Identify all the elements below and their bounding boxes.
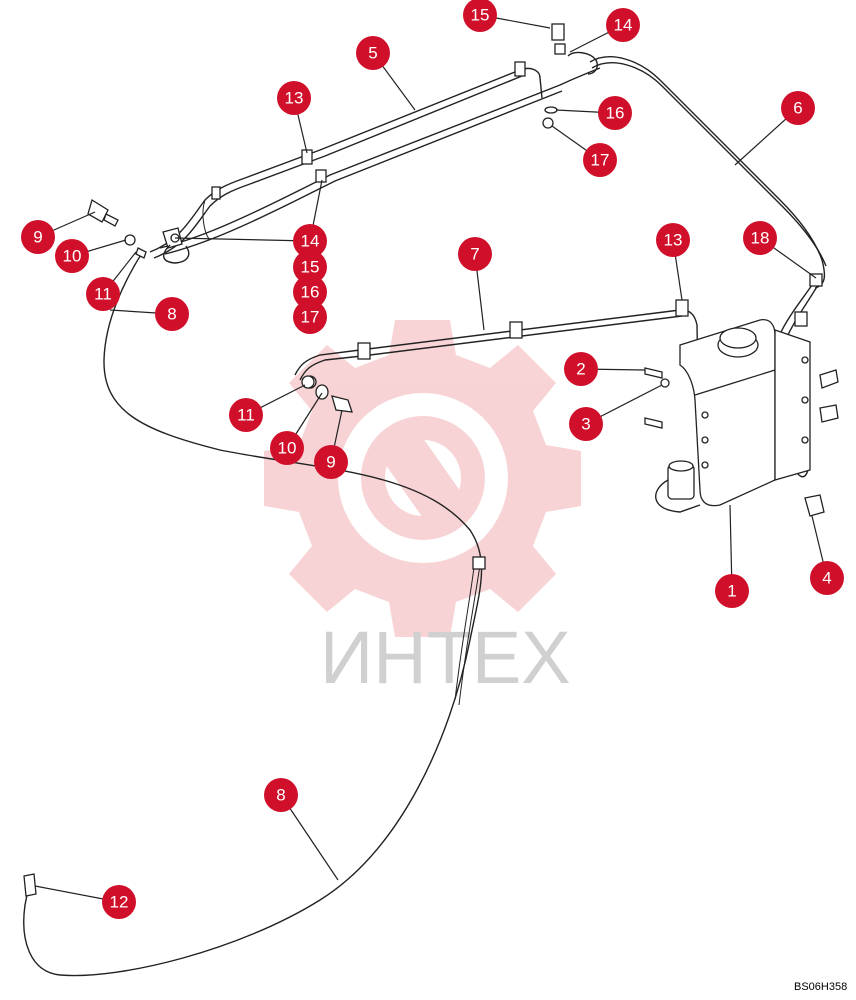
svg-text:11: 11 <box>237 406 255 425</box>
svg-text:17: 17 <box>591 151 610 170</box>
svg-text:14: 14 <box>614 16 633 35</box>
washer-tank <box>644 319 839 517</box>
watermark-text: ИНТЕХ <box>320 616 571 699</box>
callout-14-stack: 14 <box>293 224 327 258</box>
svg-text:18: 18 <box>751 229 770 248</box>
callout-5: 5 <box>356 36 390 70</box>
callout-6: 6 <box>781 91 815 125</box>
svg-text:9: 9 <box>326 453 335 472</box>
nozzle-parts-upper-left <box>87 198 147 259</box>
svg-text:17: 17 <box>301 308 320 327</box>
callout-15-top: 15 <box>463 0 497 32</box>
callout-4: 4 <box>810 561 844 595</box>
callout-18: 18 <box>743 221 777 255</box>
callout-15-stack: 15 <box>293 250 327 284</box>
callout-badges: 15 14 5 16 17 13 6 9 10 11 8 14 15 16 17… <box>21 0 844 919</box>
svg-text:5: 5 <box>368 44 377 63</box>
svg-text:10: 10 <box>63 247 82 266</box>
callout-8-upper: 8 <box>155 297 189 331</box>
svg-text:1: 1 <box>727 582 736 601</box>
svg-text:15: 15 <box>301 258 320 277</box>
callout-8-lower: 8 <box>264 778 298 812</box>
callout-7: 7 <box>458 237 492 271</box>
svg-text:3: 3 <box>581 415 590 434</box>
svg-text:12: 12 <box>110 893 129 912</box>
svg-text:7: 7 <box>470 245 479 264</box>
callout-16-stack: 16 <box>293 275 327 309</box>
callout-11-upper: 11 <box>86 277 120 311</box>
svg-text:14: 14 <box>301 232 320 251</box>
callout-16-top: 16 <box>598 96 632 130</box>
svg-text:8: 8 <box>167 305 176 324</box>
svg-text:9: 9 <box>33 228 42 247</box>
svg-text:13: 13 <box>285 89 304 108</box>
callout-2: 2 <box>564 352 598 386</box>
callout-13-upper: 13 <box>277 81 311 115</box>
svg-text:8: 8 <box>276 786 285 805</box>
svg-text:16: 16 <box>301 283 320 302</box>
svg-text:15: 15 <box>471 6 490 25</box>
drawing-code: BS06H358 <box>794 981 847 993</box>
callout-10-upper: 10 <box>55 239 89 273</box>
callout-3: 3 <box>569 407 603 441</box>
svg-text:10: 10 <box>278 439 297 458</box>
callout-12: 12 <box>102 885 136 919</box>
callout-14-top: 14 <box>606 8 640 42</box>
svg-text:16: 16 <box>606 104 625 123</box>
long-hose-assembly <box>23 252 486 977</box>
watermark-gear-logo <box>264 320 581 637</box>
callout-13-right: 13 <box>656 223 690 257</box>
callout-17-stack: 17 <box>293 300 327 334</box>
svg-text:6: 6 <box>793 99 802 118</box>
callout-10-middle: 10 <box>270 431 304 465</box>
callout-11-middle: 11 <box>229 398 263 432</box>
callout-17-top: 17 <box>583 143 617 177</box>
svg-text:13: 13 <box>664 231 683 250</box>
callout-1: 1 <box>715 574 749 608</box>
callout-9-middle: 9 <box>314 445 348 479</box>
svg-text:2: 2 <box>576 360 585 379</box>
callout-9-upper: 9 <box>21 220 55 254</box>
upper-hose-assembly <box>149 23 601 264</box>
svg-text:11: 11 <box>94 285 112 304</box>
svg-text:4: 4 <box>822 569 831 588</box>
right-hose-assembly <box>589 56 827 478</box>
